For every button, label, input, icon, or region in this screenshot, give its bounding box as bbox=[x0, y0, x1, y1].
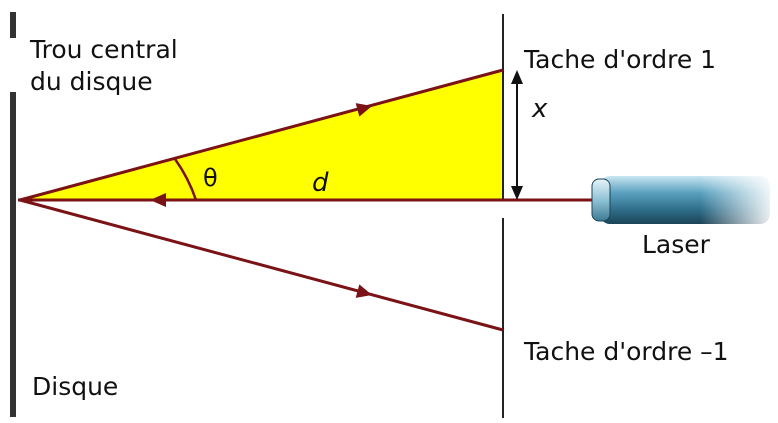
beam-arrow-left bbox=[150, 193, 166, 207]
laser-icon bbox=[591, 170, 778, 230]
diffracted-beam-order-1 bbox=[19, 68, 504, 202]
laser-label: Laser bbox=[642, 230, 710, 259]
disc-top-segment bbox=[10, 12, 16, 38]
order-minus1-label: Tache d'ordre –1 bbox=[524, 337, 729, 366]
diffracted-beam-order-minus-1 bbox=[19, 198, 504, 332]
beam-arrow-lower bbox=[355, 284, 372, 298]
x-arrow-up bbox=[511, 70, 523, 84]
order-plus1-label: Tache d'ordre 1 bbox=[524, 45, 717, 74]
angle-arc bbox=[173, 158, 198, 201]
hole-label-line2: du disque bbox=[30, 67, 153, 96]
hole-label-line1: Trou central bbox=[30, 35, 178, 64]
beam-arrow-upper bbox=[355, 103, 372, 117]
disc-bar bbox=[10, 92, 16, 417]
x-arrow-down bbox=[511, 186, 523, 200]
x-distance-label: x bbox=[532, 94, 548, 124]
angle-theta-label: θ bbox=[203, 164, 218, 192]
d-distance-label: d bbox=[312, 168, 329, 198]
disc-label: Disque bbox=[32, 372, 119, 401]
